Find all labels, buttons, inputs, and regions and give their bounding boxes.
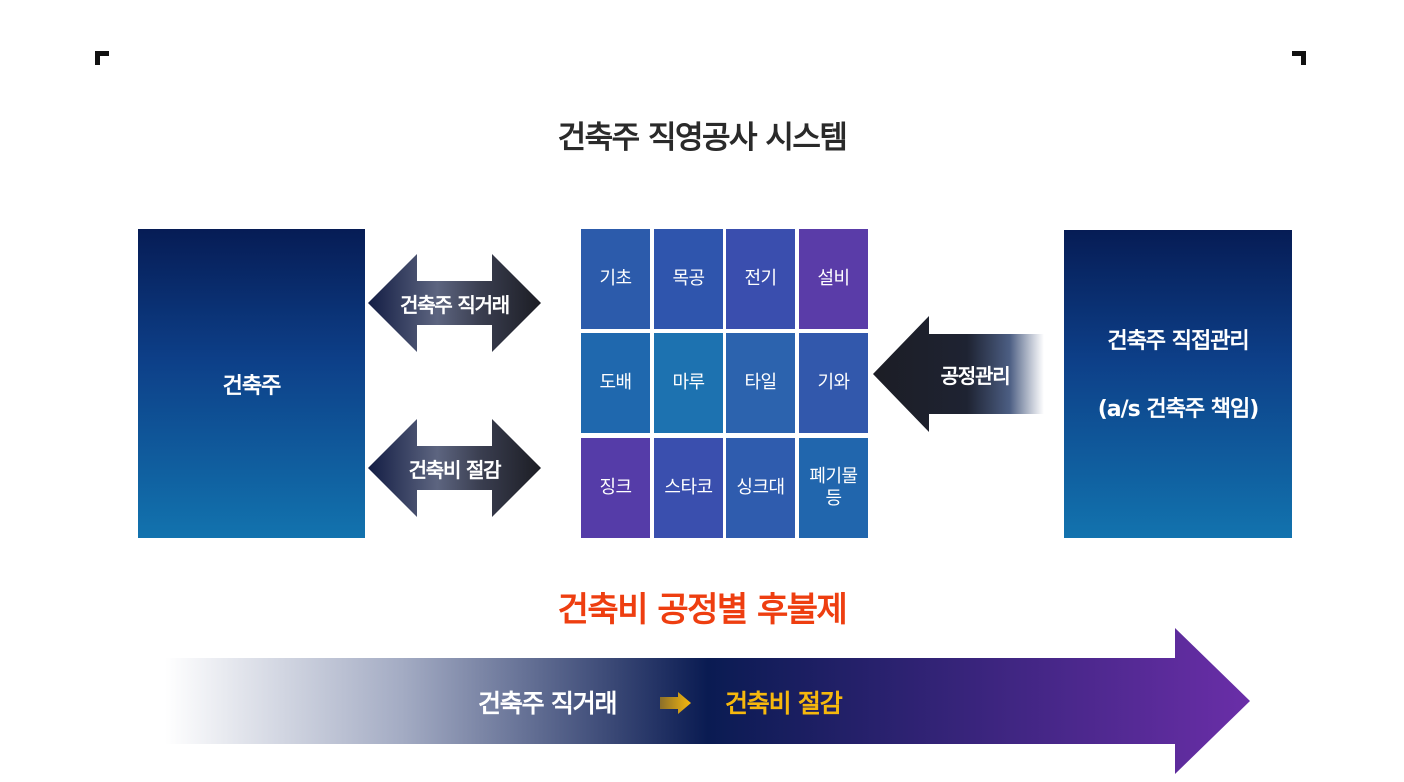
grid-cell-zinc: 징크 — [581, 438, 650, 538]
grid-cell-waste: 폐기물 등 — [799, 438, 868, 538]
grid-cell-sink: 싱크대 — [726, 438, 795, 538]
direct-trade-arrow: 건축주 직거래 — [368, 254, 541, 352]
page-title: 건축주 직영공사 시스템 — [557, 120, 848, 156]
flow-arrow — [165, 628, 1250, 774]
direct-management-label: 건축주 직접관리 — [1107, 329, 1249, 354]
trade-grid: 기초 목공 전기 설비 도배 마루 타일 기와 징크 스타코 싱크대 폐기물 등 — [581, 229, 868, 538]
grid-cell-electric: 전기 — [726, 229, 795, 329]
arrow-right-icon — [660, 692, 691, 714]
process-management-label: 공정관리 — [940, 363, 1011, 388]
grid-cell-stucco: 스타코 — [654, 438, 723, 538]
process-management-arrow: 공정관리 — [873, 316, 1044, 432]
grid-cell-carpentry: 목공 — [654, 229, 723, 329]
corner-mark-top-left — [95, 51, 109, 65]
subtitle: 건축비 공정별 후불제 — [557, 590, 848, 630]
grid-cell-wallpaper: 도배 — [581, 333, 650, 433]
flow-right-text: 건축비 절감 — [725, 689, 843, 718]
grid-cell-tile: 타일 — [726, 333, 795, 433]
grid-cell-flooring: 마루 — [654, 333, 723, 433]
corner-mark-top-right — [1292, 51, 1306, 65]
direct-trade-label: 건축주 직거래 — [400, 292, 510, 317]
owner-label: 건축주 — [222, 373, 282, 399]
double-arrow-shape — [368, 419, 541, 517]
double-arrow-shape — [368, 254, 541, 352]
grid-cell-foundation: 기초 — [581, 229, 650, 329]
left-arrow-shape — [873, 316, 1044, 432]
direct-management-box: 건축주 직접관리 (a/s 건축주 책임) — [1064, 230, 1292, 538]
owner-box: 건축주 — [138, 229, 365, 538]
cost-saving-arrow: 건축비 절감 — [368, 419, 541, 517]
cost-saving-label: 건축비 절감 — [408, 457, 502, 482]
flow-arrow-shape — [165, 628, 1250, 774]
as-responsibility-label: (a/s 건축주 책임) — [1097, 397, 1260, 422]
flow-left-text: 건축주 직거래 — [478, 689, 618, 718]
grid-cell-plumbing: 설비 — [799, 229, 868, 329]
grid-cell-roof-tile: 기와 — [799, 333, 868, 433]
